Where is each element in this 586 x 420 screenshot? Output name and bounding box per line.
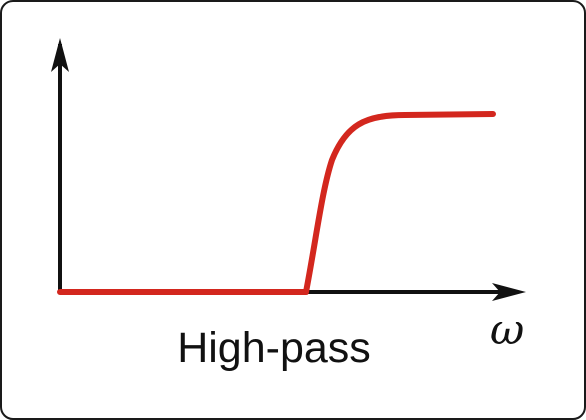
x-axis-arrowhead [492,283,526,301]
diagram-caption: High-pass [177,324,371,372]
high-pass-curve [57,111,496,295]
y-axis-arrowhead [51,38,69,72]
x-axis-label: ω [490,305,524,354]
